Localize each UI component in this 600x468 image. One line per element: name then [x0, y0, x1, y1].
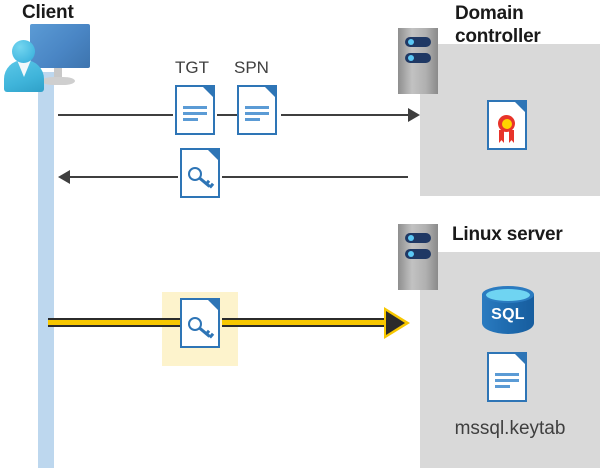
- service-ticket-arrow-segment-2: [222, 318, 390, 327]
- server-bay-1: [405, 233, 431, 243]
- domain-controller-server-icon: [398, 28, 438, 94]
- monitor-screen: [30, 24, 90, 68]
- response-arrow-segment-2: [222, 176, 408, 178]
- key-ring: [188, 317, 202, 331]
- server-bay-2: [405, 53, 431, 63]
- key-document-icon-response: [180, 148, 220, 198]
- request-arrow-segment-3: [281, 114, 408, 116]
- document-text-line: [183, 112, 207, 115]
- key-document-icon-service-ticket: [180, 298, 220, 348]
- request-arrow-segment-2: [217, 114, 239, 116]
- domain-controller-title: Domain controller: [455, 2, 600, 48]
- document-fold-corner: [206, 148, 220, 162]
- document-text-line: [183, 106, 207, 109]
- server-bay-1: [405, 37, 431, 47]
- response-arrow-segment-1: [70, 176, 178, 178]
- tgt-document-icon: [175, 85, 215, 135]
- spn-document-icon: [237, 85, 277, 135]
- sql-cylinder-top-inner: [486, 289, 530, 301]
- certificate-seal-center: [501, 118, 512, 129]
- person-head: [12, 40, 35, 63]
- domain-controller-title-line1: Domain: [455, 3, 524, 24]
- person-collar: [17, 60, 31, 77]
- monitor-neck: [54, 68, 62, 78]
- sql-database-icon: SQL: [482, 286, 534, 342]
- document-text-line: [183, 118, 198, 121]
- server-led-1: [408, 39, 414, 45]
- request-arrow-segment-1: [58, 114, 173, 116]
- domain-controller-title-line2: controller: [455, 26, 541, 47]
- tgt-label: TGT: [175, 58, 209, 77]
- service-ticket-arrow-head-inner: [386, 311, 405, 335]
- document-fold-corner: [263, 85, 277, 99]
- key-ring: [188, 167, 202, 181]
- server-bay-2: [405, 249, 431, 259]
- certificate-icon: [487, 100, 527, 150]
- response-arrow-head: [58, 170, 70, 184]
- document-text-line: [245, 106, 269, 109]
- document-text-line: [245, 112, 269, 115]
- certificate-ribbon-right: [509, 130, 514, 143]
- server-led-2: [408, 55, 414, 61]
- server-led-1: [408, 235, 414, 241]
- document-fold-corner: [206, 298, 220, 312]
- keytab-document-icon: [487, 352, 527, 402]
- sql-label: SQL: [491, 306, 525, 323]
- document-text-line: [495, 379, 519, 382]
- certificate-ribbon-left: [499, 130, 504, 143]
- server-led-2: [408, 251, 414, 257]
- client-title: Client: [22, 2, 74, 23]
- document-text-line: [495, 373, 519, 376]
- spn-label: SPN: [234, 58, 269, 77]
- certificate-fold-corner: [513, 100, 527, 114]
- request-arrow-head: [408, 108, 420, 122]
- keytab-filename-label: mssql.keytab: [454, 418, 566, 439]
- document-fold-corner: [201, 85, 215, 99]
- document-text-line: [495, 385, 510, 388]
- client-workstation-icon: [4, 24, 90, 92]
- linux-server-title: Linux server: [452, 224, 563, 245]
- document-fold-corner: [513, 352, 527, 366]
- client-lifeline: [38, 72, 54, 468]
- linux-server-server-icon: [398, 224, 438, 290]
- monitor-base: [42, 77, 75, 85]
- service-ticket-arrow-segment-1: [48, 318, 180, 327]
- document-text-line: [245, 118, 260, 121]
